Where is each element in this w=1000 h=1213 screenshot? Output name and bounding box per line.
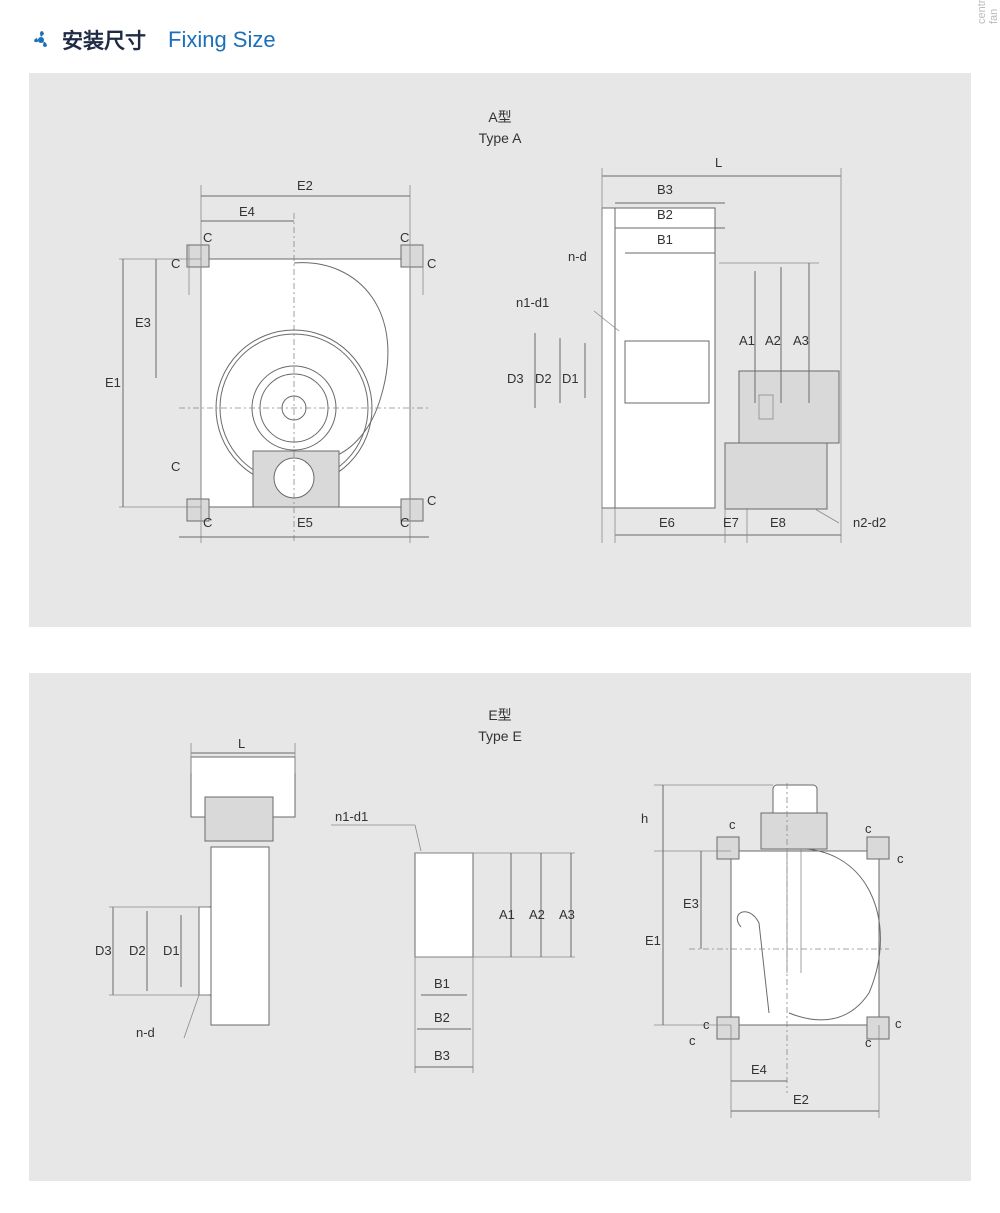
e-label-c-rb: c bbox=[895, 1016, 902, 1031]
label-d3: D3 bbox=[507, 371, 524, 386]
e-label-c-rt: c bbox=[897, 851, 904, 866]
e-label-e2: E2 bbox=[793, 1092, 809, 1107]
type-a-panel: A型 Type A bbox=[29, 73, 971, 627]
e-label-b1: B1 bbox=[434, 976, 450, 991]
e-label-c-br: c bbox=[865, 1035, 872, 1050]
label-e7: E7 bbox=[723, 515, 739, 530]
label-n1-d1: n1-d1 bbox=[516, 295, 549, 310]
e-housing bbox=[210, 846, 270, 1026]
e-label-c-tr: c bbox=[865, 821, 872, 836]
type-e-panel: E型 Type E L D3 D2 D1 n-d bbox=[29, 673, 971, 1181]
label-e3: E3 bbox=[135, 315, 151, 330]
side-motor bbox=[738, 370, 840, 444]
label-b2: B2 bbox=[657, 207, 673, 222]
label-l: L bbox=[715, 155, 722, 170]
side-text: centrifugal fan bbox=[976, 0, 1000, 24]
e-front-housing bbox=[730, 850, 880, 1026]
page-title-en: Fixing Size bbox=[168, 27, 276, 52]
e-label-n1-d1: n1-d1 bbox=[335, 809, 368, 824]
label-n-d: n-d bbox=[568, 249, 587, 264]
e-label-d1: D1 bbox=[163, 943, 180, 958]
label-e5: E5 bbox=[297, 515, 313, 530]
type-e-side-view: L D3 D2 D1 n-d bbox=[95, 736, 296, 1040]
label-e1: E1 bbox=[105, 375, 121, 390]
e-label-c-bl: c bbox=[689, 1033, 696, 1048]
label-c-br: C bbox=[400, 515, 409, 530]
e-label-e1: E1 bbox=[645, 933, 661, 948]
e-label-e4: E4 bbox=[751, 1062, 767, 1077]
label-e4: E4 bbox=[239, 204, 255, 219]
side-motor-base bbox=[724, 442, 828, 510]
e-label-h: h bbox=[641, 811, 648, 826]
page-title-cn: 安装尺寸 bbox=[62, 29, 146, 53]
type-e-caption: E型 Type E bbox=[29, 705, 971, 747]
e-motor bbox=[204, 796, 274, 842]
e-label-b2: B2 bbox=[434, 1010, 450, 1025]
type-a-caption: A型 Type A bbox=[29, 107, 971, 149]
label-e2: E2 bbox=[297, 178, 313, 193]
e-label-d2: D2 bbox=[129, 943, 146, 958]
type-a-drawing: E2 E4 C C C C E3 E1 C C C E5 C bbox=[105, 155, 886, 543]
e-label-e3: E3 bbox=[683, 896, 699, 911]
page-header: 安装尺寸 Fixing Size bbox=[28, 22, 276, 58]
label-c-tl: C bbox=[203, 230, 212, 245]
label-b3: B3 bbox=[657, 182, 673, 197]
label-c-bl: C bbox=[203, 515, 212, 530]
type-a-front-view: E2 E4 C C C C E3 E1 C C C E5 C bbox=[105, 178, 436, 543]
e-label-a3: A3 bbox=[559, 907, 575, 922]
type-e-front-view: h c c c E3 E1 c c c c E4 E2 bbox=[641, 783, 904, 1118]
label-a3: A3 bbox=[793, 333, 809, 348]
label-d1: D1 bbox=[562, 371, 579, 386]
label-a1: A1 bbox=[739, 333, 755, 348]
e-label-a1: A1 bbox=[499, 907, 515, 922]
outlet-flange bbox=[414, 852, 474, 958]
fan-logo-icon bbox=[34, 31, 47, 47]
type-e-caption-cn: E型 bbox=[488, 707, 512, 723]
e-label-b3: B3 bbox=[434, 1048, 450, 1063]
type-a-caption-en: Type A bbox=[478, 130, 522, 146]
e-label-c-tl: c bbox=[729, 817, 736, 832]
e-label-a2: A2 bbox=[529, 907, 545, 922]
label-b1: B1 bbox=[657, 232, 673, 247]
type-e-caption-en: Type E bbox=[478, 728, 522, 744]
label-d2: D2 bbox=[535, 371, 552, 386]
e-label-d3: D3 bbox=[95, 943, 112, 958]
type-a-caption-cn: A型 bbox=[488, 109, 512, 125]
e-label-l: L bbox=[238, 736, 245, 751]
label-c-tr: C bbox=[400, 230, 409, 245]
label-e6: E6 bbox=[659, 515, 675, 530]
label-c-rb: C bbox=[427, 493, 436, 508]
label-c-lb: C bbox=[171, 459, 180, 474]
e-label-c-lb: c bbox=[703, 1017, 710, 1032]
label-a2: A2 bbox=[765, 333, 781, 348]
label-c-lt: C bbox=[171, 256, 180, 271]
type-a-side-view: L B3 B2 B1 n-d n1-d1 A1 A2 A3 D3 D2 D1 E… bbox=[507, 155, 886, 543]
e-volute-outline bbox=[788, 848, 881, 1021]
label-n2-d2: n2-d2 bbox=[853, 515, 886, 530]
label-c-rt: C bbox=[427, 256, 436, 271]
type-e-drawing: L D3 D2 D1 n-d n1-d1 A1 A2 A3 B1 B bbox=[95, 736, 904, 1118]
e-label-n-d: n-d bbox=[136, 1025, 155, 1040]
volute-outline bbox=[293, 262, 389, 459]
type-e-outlet-view: n1-d1 A1 A2 A3 B1 B2 B3 bbox=[331, 809, 575, 1073]
label-e8: E8 bbox=[770, 515, 786, 530]
